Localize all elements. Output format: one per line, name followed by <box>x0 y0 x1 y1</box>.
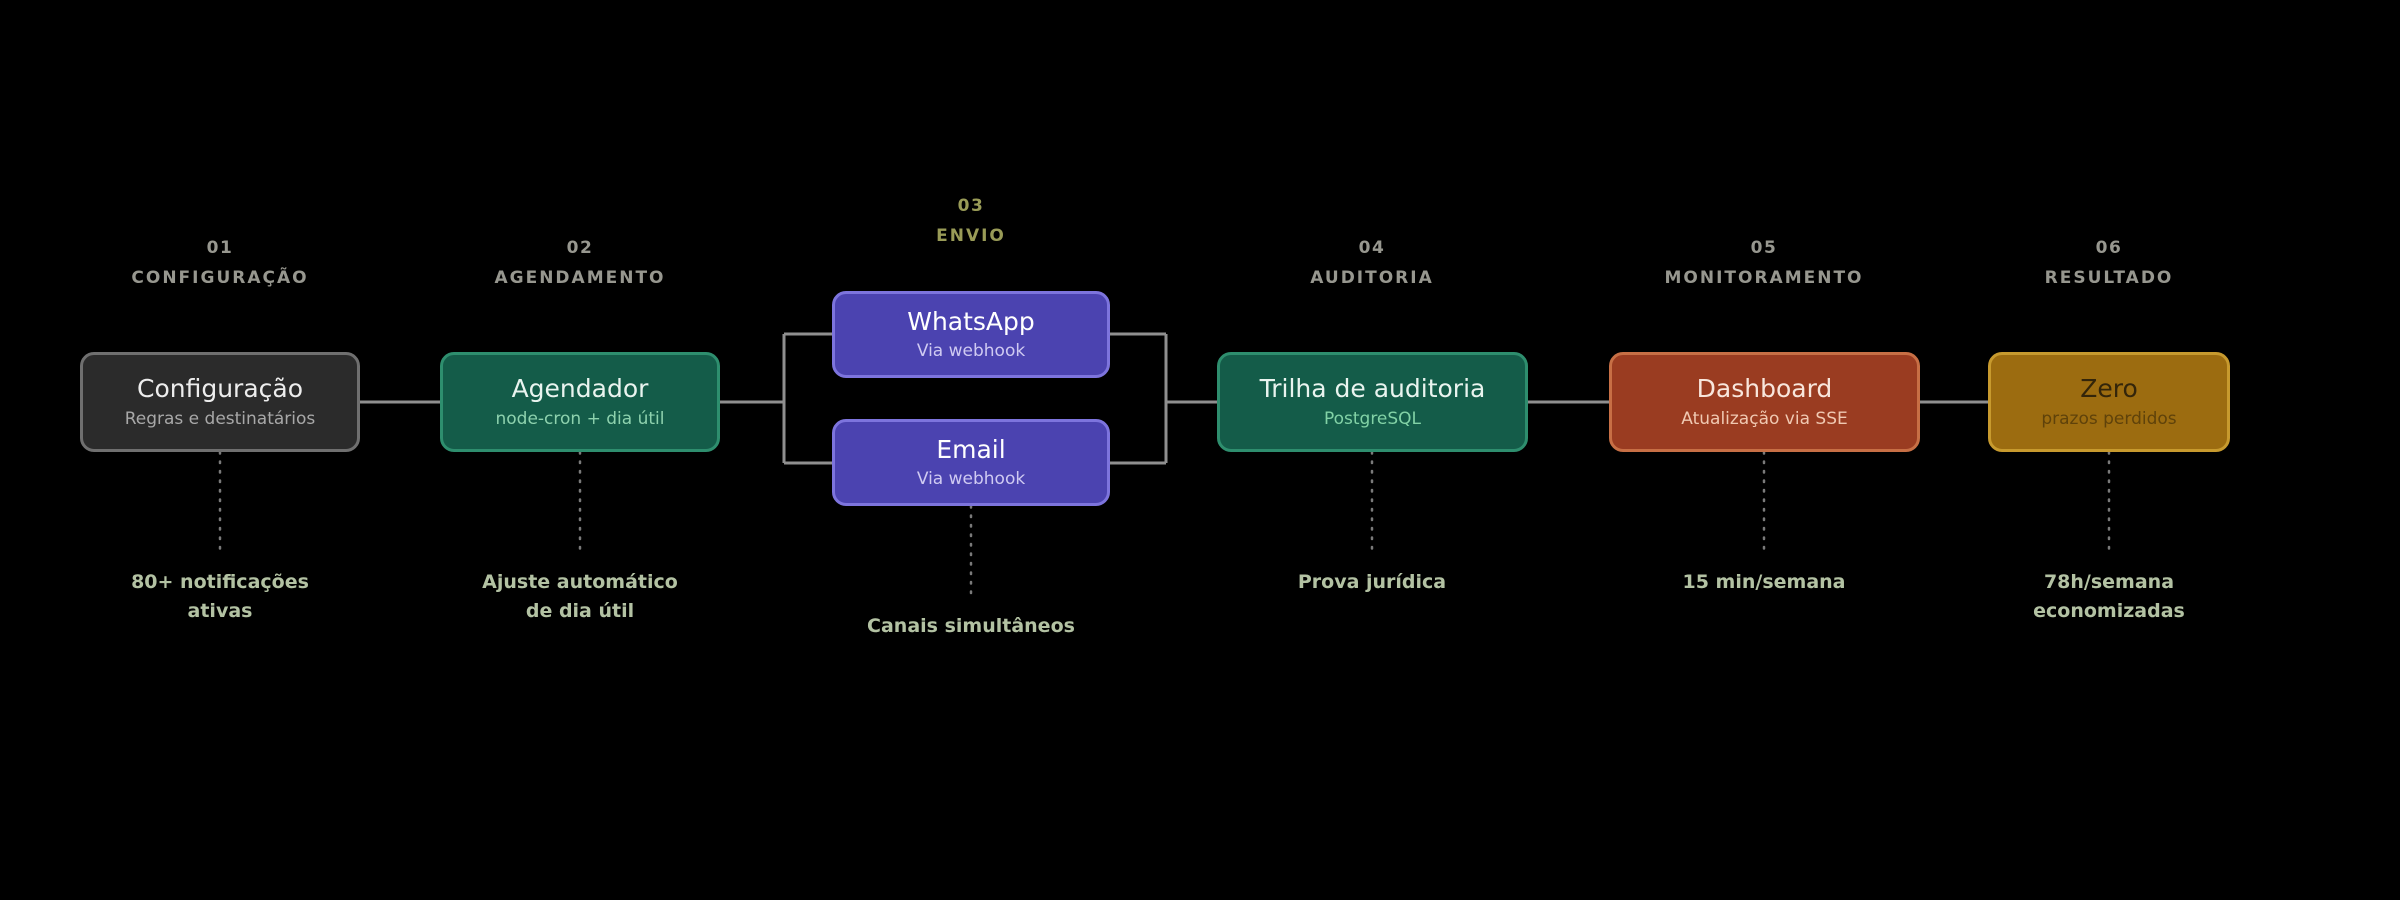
node-subtitle: prazos perdidos <box>2041 408 2177 429</box>
node-subtitle: Via webhook <box>916 341 1026 362</box>
node-subtitle: Atualização via SSE <box>1681 408 1848 429</box>
stage-number: 02 <box>566 238 594 258</box>
stage-01-header: 01 CONFIGURAÇÃO <box>131 238 308 288</box>
stage-number: 01 <box>206 238 234 258</box>
stage-category: ENVIO <box>936 226 1006 246</box>
node-title: Email <box>936 434 1006 464</box>
metric-agendamento: Ajuste automático de dia útil <box>482 571 678 623</box>
stage-05-header: 05 MONITORAMENTO <box>1664 238 1863 288</box>
metric-resultado: 78h/semana economizadas <box>2033 571 2185 623</box>
metric-auditoria: Prova jurídica <box>1297 571 1447 593</box>
node-zero: Zero prazos perdidos <box>1988 352 2230 452</box>
metric-envio: Canais simultâneos <box>867 615 1075 637</box>
stage-03-header: 03 ENVIO <box>936 196 1006 246</box>
stage-category: CONFIGURAÇÃO <box>131 268 309 288</box>
node-title: Agendador <box>511 374 649 404</box>
stage-category: RESULTADO <box>2044 268 2174 288</box>
stage-04-header: 04 AUDITORIA <box>1310 238 1434 288</box>
stage-06-header: 06 RESULTADO <box>2045 238 2174 288</box>
node-title: Trilha de auditoria <box>1259 374 1486 404</box>
stage-02-header: 02 AGENDAMENTO <box>494 238 665 288</box>
stage-number: 06 <box>2095 238 2123 258</box>
node-title: Configuração <box>136 374 303 404</box>
stage-category: AGENDAMENTO <box>494 268 666 288</box>
node-subtitle: Via webhook <box>916 469 1026 490</box>
node-trilha-auditoria: Trilha de auditoria PostgreSQL <box>1217 352 1528 452</box>
connector-agendador-split <box>720 332 832 465</box>
stage-number: 05 <box>1750 238 1778 258</box>
stage-category: MONITORAMENTO <box>1664 268 1864 288</box>
metric-configuracao: 80+ notificações ativas <box>131 571 309 623</box>
node-title: Dashboard <box>1696 374 1833 404</box>
stage-number: 03 <box>957 196 985 216</box>
node-configuracao: Configuração Regras e destinatários <box>80 352 360 452</box>
node-email: Email Via webhook <box>832 419 1110 506</box>
metric-monitoramento: 15 min/semana <box>1682 571 1846 593</box>
node-subtitle: PostgreSQL <box>1323 408 1422 429</box>
flow-connectors <box>360 332 1988 465</box>
node-agendador: Agendador node-cron + dia útil <box>440 352 720 452</box>
node-title: Zero <box>2080 374 2138 404</box>
node-subtitle: Regras e destinatários <box>124 408 316 429</box>
node-whatsapp: WhatsApp Via webhook <box>832 291 1110 378</box>
node-title: WhatsApp <box>907 306 1035 336</box>
connector-merge-auditoria <box>1110 332 1217 465</box>
node-dashboard: Dashboard Atualização via SSE <box>1609 352 1920 452</box>
stage-number: 04 <box>1358 238 1386 258</box>
dotted-connectors <box>218 450 2111 602</box>
node-subtitle: node-cron + dia útil <box>495 408 665 429</box>
stage-category: AUDITORIA <box>1310 268 1434 288</box>
